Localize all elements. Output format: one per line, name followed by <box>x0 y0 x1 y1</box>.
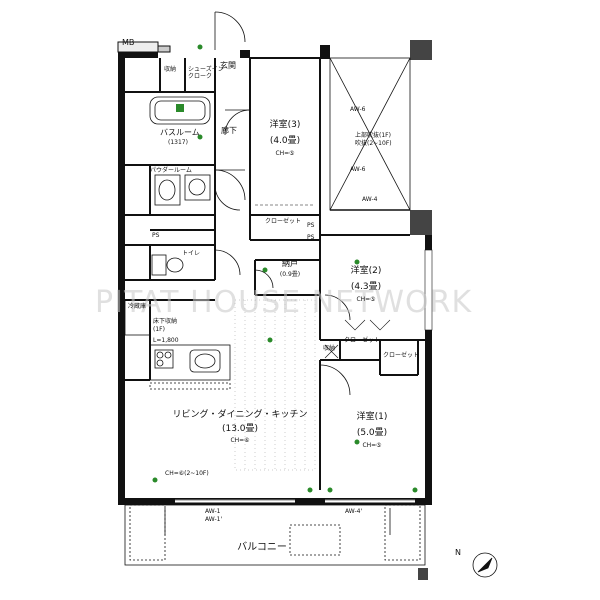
right-window <box>424 249 433 331</box>
toilet-label: トイレ <box>182 250 201 257</box>
western1-ch: CH=⑤ <box>362 442 382 449</box>
floor-storage-label2: (1F) <box>153 326 165 333</box>
entrance-label: 玄関 <box>220 61 236 70</box>
shuno-label: 収納 <box>323 345 336 352</box>
western3-size: (4.0畳) <box>269 136 301 146</box>
ch-bottom: CH=⑥(2~10F) <box>165 470 209 477</box>
ps-label-2: PS <box>307 222 315 229</box>
range-label: L=1,800 <box>153 337 179 344</box>
upper-void-label: 上部吹抜(1F) <box>355 132 391 139</box>
window-lines <box>175 499 415 504</box>
tag-aw1: AW-1 <box>205 508 221 515</box>
upper-void-label2: 吹抜(2~10F) <box>355 140 392 147</box>
ldk-label: リビング・ダイニング・キッチン <box>172 410 308 420</box>
shoes-box-label: シューズイン クローク <box>188 66 224 80</box>
ldk-ch: CH=⑥ <box>230 437 250 444</box>
ldk-floor <box>234 299 316 471</box>
closet-hatch <box>150 204 391 359</box>
floor-storage-label: 床下収納 <box>153 318 178 325</box>
closet-a-label: クローゼット <box>265 218 302 225</box>
western3-ch: CH=⑤ <box>275 150 295 157</box>
interior-walls <box>125 57 425 490</box>
compass-label: N <box>455 548 461 557</box>
ps-label-1: PS <box>152 232 160 239</box>
balcony-label: バルコニー <box>237 542 287 553</box>
closet-b-label: クローゼット <box>344 337 381 344</box>
nando-label: 納戸 <box>282 259 298 268</box>
bathroom-size: (1317) <box>168 139 188 146</box>
western1-label: 洋室(1) <box>356 412 388 422</box>
door-swings <box>214 11 351 396</box>
bathroom-label: バスルーム <box>160 128 200 137</box>
mb-area <box>117 41 171 53</box>
tag-aw4b: AW-4' <box>345 508 363 515</box>
compass-icon <box>472 552 498 578</box>
balcony-area <box>124 504 426 566</box>
bath-fixtures <box>149 96 211 276</box>
western2-ch: CH=⑤ <box>356 296 376 303</box>
western2-label: 洋室(2) <box>350 266 382 276</box>
western2-size: (4.3畳) <box>350 282 382 292</box>
nando-size: (0.9畳) <box>279 271 301 278</box>
tag-aw1b: AW-1' <box>205 516 223 523</box>
closet-c-label: クローゼット <box>383 352 420 359</box>
ldk-size: (13.0畳) <box>221 424 259 434</box>
mb-label: MB <box>122 38 135 47</box>
powder-label: パウダールーム <box>150 167 192 174</box>
western3-label: 洋室(3) <box>269 120 301 130</box>
upper-void <box>329 57 411 211</box>
hallway-label: 廊下 <box>221 126 237 135</box>
ps-label-3: PS <box>307 234 315 241</box>
sensor-dots <box>152 44 418 493</box>
watermark: PITAT HOUSE NETWORK <box>95 285 473 320</box>
western1-size: (5.0畳) <box>356 428 388 438</box>
refrigerator-label: 冷蔵庫 <box>128 303 147 310</box>
tag-aw6a: AW-6 <box>350 106 366 113</box>
kitchen <box>124 299 231 390</box>
tag-aw4: AW-4 <box>362 196 378 203</box>
tag-aw6b: AW-6 <box>350 166 366 173</box>
storage-label: 収納 <box>164 66 177 73</box>
